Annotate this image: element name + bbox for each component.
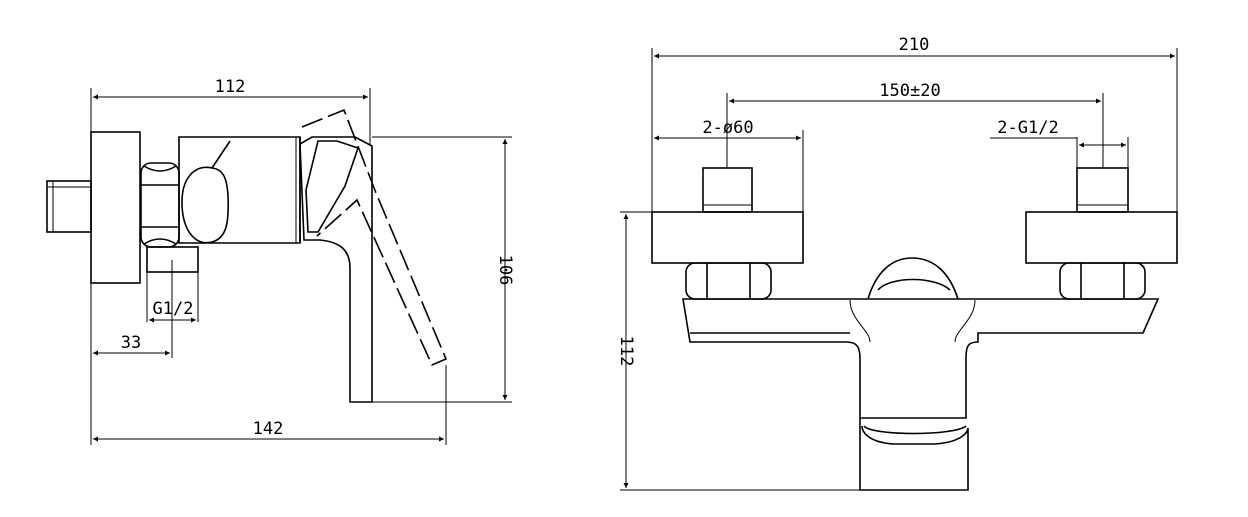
dim-total-depth: 142 bbox=[253, 419, 284, 439]
dim-pipe-thread: G1/2 bbox=[153, 299, 194, 319]
handle-lever bbox=[299, 136, 373, 403]
dim-center-distance: 150±20 bbox=[879, 81, 940, 101]
left-flange bbox=[651, 211, 804, 264]
spout bbox=[859, 418, 969, 491]
inlet-pipe bbox=[46, 180, 92, 233]
dim-inlet-offset: 33 bbox=[121, 333, 141, 353]
side-view: 112 G1/2 33 142 106 bbox=[46, 77, 515, 445]
dim-height-side: 106 bbox=[495, 255, 515, 286]
hex-nut bbox=[140, 162, 180, 248]
dim-width-top: 112 bbox=[215, 77, 246, 97]
handle-alt-position bbox=[301, 108, 448, 367]
right-flange bbox=[1025, 211, 1178, 264]
right-hex-nut bbox=[1059, 262, 1146, 300]
dim-thread-spec: 2-G1/2 bbox=[997, 118, 1058, 138]
mixer-body bbox=[178, 136, 301, 244]
wall-flange bbox=[90, 131, 141, 284]
left-hex-nut bbox=[685, 262, 772, 300]
dim-flange-diameter: 2-ø60 bbox=[702, 118, 753, 138]
dim-height-front: 112 bbox=[616, 336, 636, 367]
dim-overall-width: 210 bbox=[899, 35, 930, 55]
cartridge-dome bbox=[867, 257, 959, 300]
mixer-bar bbox=[682, 298, 1160, 419]
front-view: 210 150±20 2-ø60 2-G1/2 112 bbox=[616, 35, 1178, 491]
